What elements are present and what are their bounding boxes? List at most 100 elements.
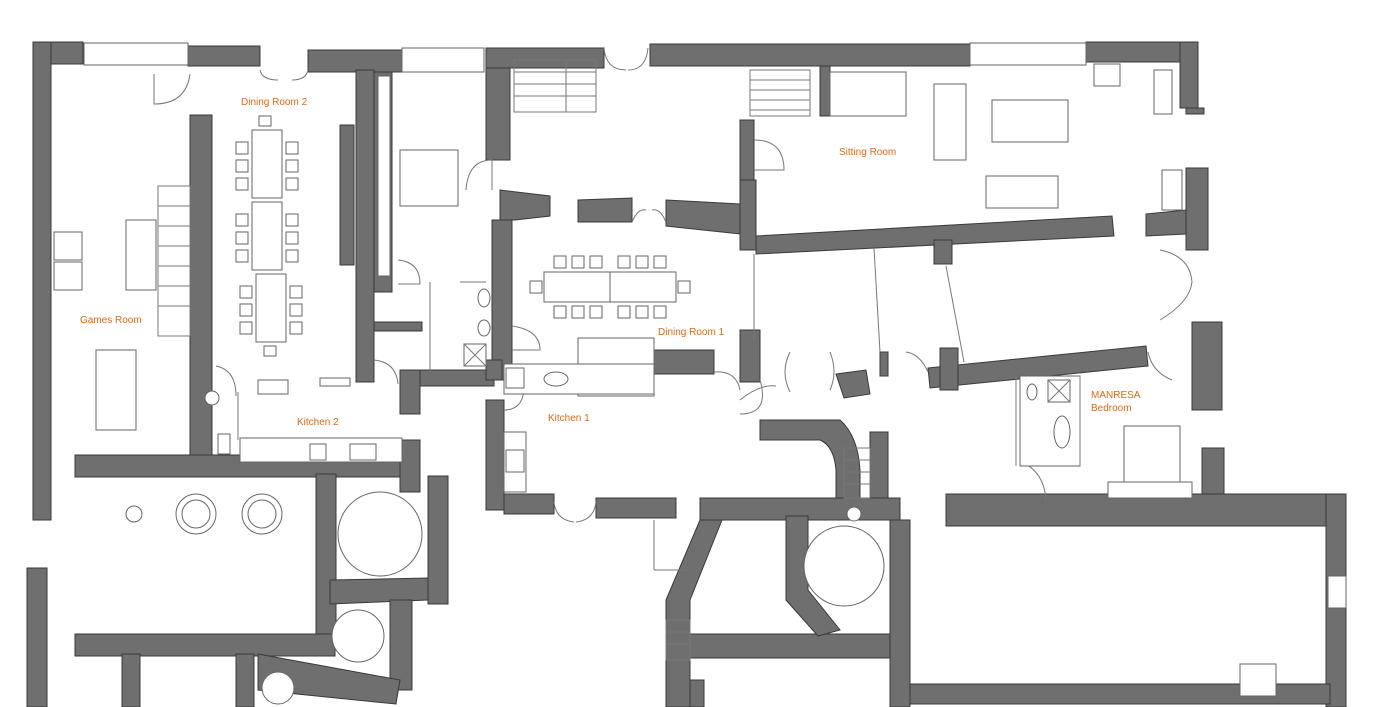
armchair [1153, 69, 1173, 115]
sink [543, 371, 569, 387]
chair [235, 177, 249, 191]
dining-chairs [235, 115, 303, 357]
room-label-kitchen-2: Kitchen 2 [297, 417, 339, 428]
toilet [1026, 383, 1038, 401]
door [511, 325, 541, 351]
cistern [337, 491, 423, 577]
basin [477, 288, 491, 308]
hob [505, 449, 525, 473]
room-label-sitting-room: Sitting Room [839, 147, 896, 158]
fridge [505, 367, 525, 389]
wall [32, 41, 52, 521]
island [257, 379, 289, 395]
grey-panel [373, 321, 423, 332]
wall [689, 679, 705, 707]
sofa [125, 219, 157, 291]
wall [927, 345, 1149, 389]
room-label-kitchen-1: Kitchen 1 [548, 413, 590, 424]
wall [1179, 41, 1199, 109]
wall [1191, 321, 1223, 411]
chair [235, 249, 249, 263]
windows [83, 42, 1347, 697]
chair [235, 213, 249, 227]
door [784, 351, 835, 393]
wall [649, 43, 971, 67]
chair [235, 159, 249, 173]
stairs [157, 59, 871, 661]
wall [26, 567, 48, 707]
room-label-bedroom: Bedroom [1091, 403, 1132, 414]
room-label-manresa: MANRESA [1091, 390, 1141, 401]
wall [909, 683, 1331, 705]
hob [309, 443, 327, 461]
bed [1123, 425, 1181, 483]
chair [258, 115, 272, 127]
sink [349, 443, 377, 461]
bench [377, 75, 391, 277]
chair [285, 177, 299, 191]
door [753, 139, 785, 171]
dining-chairs [529, 255, 691, 319]
chair [289, 321, 303, 335]
chair [285, 213, 299, 227]
wall [503, 493, 555, 515]
partitions [237, 247, 1081, 571]
stair-outline [513, 59, 597, 113]
chair [289, 285, 303, 299]
wall [329, 577, 429, 605]
cistern [803, 525, 885, 607]
wall [595, 497, 677, 519]
wall [187, 45, 261, 67]
chair [285, 231, 299, 245]
bed [399, 149, 459, 207]
wall [1085, 41, 1195, 63]
chair [635, 255, 649, 269]
walls [26, 41, 1347, 707]
chair [235, 141, 249, 155]
chair [571, 255, 585, 269]
chair [235, 231, 249, 245]
counter [503, 363, 655, 395]
wall [819, 65, 831, 117]
chair [553, 305, 567, 319]
door [603, 47, 649, 71]
wall [1201, 447, 1225, 501]
shower-cross [463, 343, 487, 367]
chair [653, 305, 667, 319]
chair [529, 280, 543, 294]
round-table [181, 499, 211, 529]
chair [635, 305, 649, 319]
wall [485, 47, 605, 69]
wall [665, 519, 723, 707]
dining-table [255, 273, 287, 343]
wall [689, 633, 911, 659]
dining-table [543, 271, 611, 303]
counter [319, 377, 351, 387]
wall [869, 431, 889, 501]
round-marker [125, 505, 143, 523]
desk [1093, 63, 1121, 87]
pool-table [95, 349, 137, 431]
wall [485, 359, 503, 381]
wall [399, 439, 421, 493]
chair [285, 141, 299, 155]
wall [879, 351, 889, 377]
door [215, 365, 237, 397]
door [397, 259, 421, 285]
marker [846, 506, 862, 522]
door [739, 379, 777, 415]
chair [263, 345, 277, 357]
window [1327, 575, 1347, 609]
wall [121, 653, 141, 707]
wall [389, 599, 413, 691]
wall [491, 219, 513, 381]
wall [577, 197, 633, 223]
stair-outline [157, 185, 191, 337]
wall [739, 179, 757, 251]
chair [285, 249, 299, 263]
door [905, 351, 1173, 381]
wall [1145, 209, 1187, 237]
door [465, 159, 493, 191]
wall [1185, 107, 1205, 115]
door [713, 371, 741, 391]
